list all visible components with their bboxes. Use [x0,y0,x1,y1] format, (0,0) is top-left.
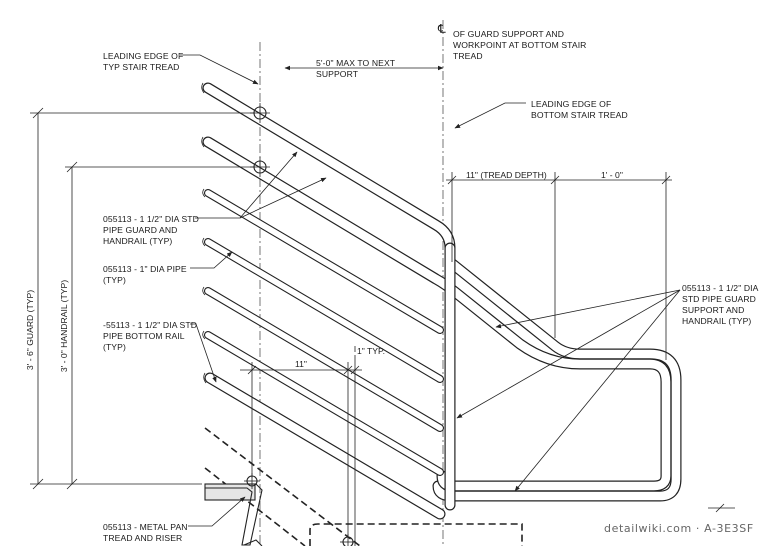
guard-support-line-3: TREAD [453,51,483,61]
right-edge-tick [708,503,735,513]
top-guard-rail-pipe [202,82,682,502]
annotation-notes: LEADING EDGE OF TYP STAIR TREAD ℄ OF GUA… [103,22,759,543]
pipe-guard-handrail-line-2: PIPE GUARD AND [103,225,177,235]
guard-height-dimension: 3' - 6" GUARD (TYP) [25,290,35,370]
metal-pan-tread-riser [205,483,263,546]
tread-depth-dimension: 11" (TREAD DEPTH) 1' - 0" [446,170,672,360]
leading-edge-bottom-line-2: BOTTOM STAIR TREAD [531,110,628,120]
std-pipe-support-line-1: 055113 - 1 1/2" DIA [682,283,759,293]
stair-structure [204,427,523,546]
pipe-guard-handrail-line-1: 055113 - 1 1/2" DIA STD [103,214,199,224]
guard-support-line-1: OF GUARD SUPPORT AND [453,29,564,39]
watermark-text: detailwiki.com · A-3E3SF [604,522,754,535]
leading-edge-typ-line-2: TYP STAIR TREAD [103,62,179,72]
pipe-break-symbols [201,82,207,384]
std-pipe-support-line-2: STD PIPE GUARD [682,294,756,304]
tread-depth-text: 11" (TREAD DEPTH) [466,170,547,180]
bottom-rail-line-3: (TYP) [103,342,126,352]
std-pipe-support-line-4: HANDRAIL (TYP) [682,316,751,326]
leading-edge-bottom-line-1: LEADING EDGE OF [531,99,611,109]
bottom-rail-line-1: -55113 - 1 1/2" DIA STD [103,320,197,330]
baluster-spacing-dimension: 11" 1" TYP. [240,346,385,546]
bottom-rail-line-2: PIPE BOTTOM RAIL [103,331,185,341]
left-dimensions: 3' - 6" GUARD (TYP) 3' - 0" HANDRAIL (TY… [25,107,255,490]
max-to-next-support-line-1: 5'-0" MAX TO NEXT [316,58,396,68]
std-pipe-support-line-3: SUPPORT AND [682,305,744,315]
pipe-rails [201,82,682,520]
top-tread-concrete-fill [204,483,256,501]
max-to-next-support-line-2: SUPPORT [316,69,359,79]
pipe-guard-handrail-line-3: HANDRAIL (TYP) [103,236,172,246]
metal-pan-line-1: 055113 - METAL PAN [103,522,188,532]
stair-soffit-hidden-line [204,467,306,546]
dia-pipe-line-2: (TYP) [103,275,126,285]
extension-one-foot-text: 1' - 0" [601,170,623,180]
metal-pan-line-2: TREAD AND RISER [103,533,182,543]
metal-pan-nosing [243,539,263,546]
baluster-spacing-text: 11" [295,359,307,369]
handrail-height-dimension: 3' - 0" HANDRAIL (TYP) [59,280,69,372]
bottom-tread-hidden-outline [309,523,523,546]
guard-support-line-2: WORKPOINT AT BOTTOM STAIR [453,40,587,50]
max-support-dimension: 5'-0" MAX TO NEXT SUPPORT [284,58,444,79]
typ-gap-text: 1" TYP. [357,346,385,356]
dia-pipe-line-1: 055113 - 1" DIA PIPE [103,264,187,274]
handrail-pipe [202,136,672,492]
centerline-symbol: ℄ [437,22,446,36]
leading-edge-typ-line-1: LEADING EDGE OF [103,51,183,61]
